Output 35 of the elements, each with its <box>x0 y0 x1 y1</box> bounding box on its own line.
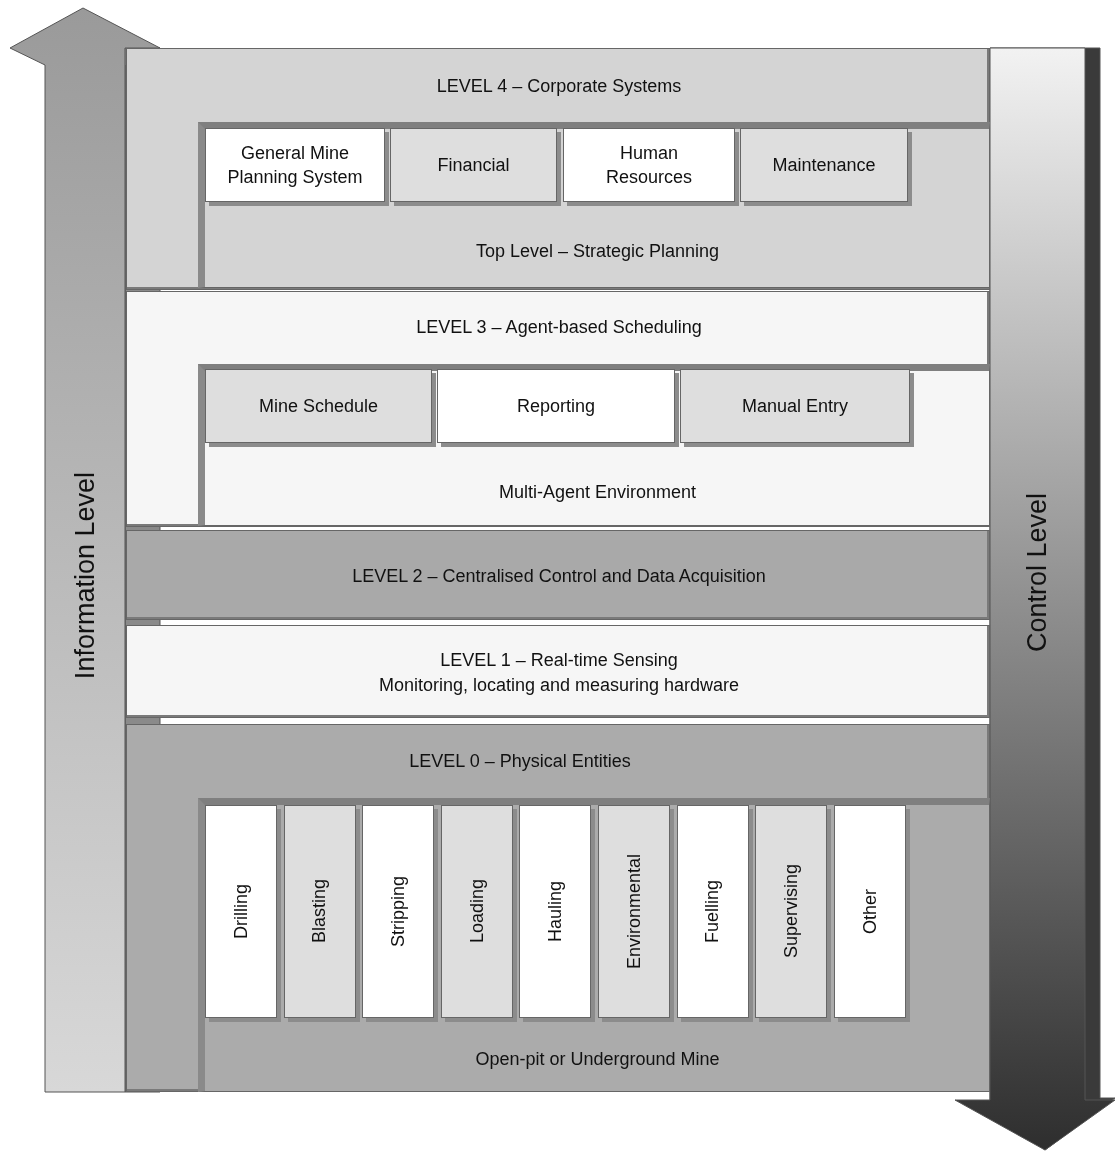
level-title: LEVEL 3 – Agent-based Scheduling <box>416 315 702 339</box>
module-label: Multi-Agent Environment <box>498 480 697 504</box>
module-label: Mine Schedule <box>258 394 379 418</box>
layer-panel <box>198 122 990 288</box>
module-label: Financial <box>437 153 510 177</box>
axis-label: Information Level <box>68 472 101 680</box>
module-label: Other <box>858 889 881 934</box>
layer-panel <box>198 364 990 526</box>
level-title: LEVEL 1 – Real-time Sensing <box>440 649 678 673</box>
module-label: Blasting <box>308 879 331 944</box>
module-label: Reporting <box>516 394 595 418</box>
module-label: Hauling <box>544 880 567 942</box>
module-label: Manual Entry <box>741 394 849 418</box>
module-label: Human Resources <box>604 141 693 189</box>
module-label: Loading <box>465 879 488 944</box>
module-label: Supervising <box>780 864 803 959</box>
level-band <box>126 724 990 1092</box>
level-title: Monitoring, locating and measuring hardware <box>378 673 740 697</box>
module-label: Drilling <box>229 884 252 939</box>
module-label: General Mine Planning System <box>226 141 364 189</box>
level-band <box>126 48 990 290</box>
level-title: LEVEL 4 – Corporate Systems <box>436 74 682 98</box>
module-label: Fuelling <box>701 879 724 943</box>
module-label: Environmental <box>622 853 645 970</box>
level-band <box>126 291 990 527</box>
layer-panel <box>198 798 990 1092</box>
axis-label: Control Level <box>1021 493 1054 653</box>
module-label: Maintenance <box>772 153 876 177</box>
level-band <box>126 625 990 718</box>
level-band <box>126 530 990 620</box>
level-title: LEVEL 2 – Centralised Control and Data Acquisition <box>352 564 766 588</box>
module-label: Stripping <box>387 875 410 947</box>
module-label: Open-pit or Underground Mine <box>475 1047 720 1071</box>
level-title: LEVEL 0 – Physical Entities <box>409 749 631 773</box>
module-label: Top Level – Strategic Planning <box>475 239 720 263</box>
